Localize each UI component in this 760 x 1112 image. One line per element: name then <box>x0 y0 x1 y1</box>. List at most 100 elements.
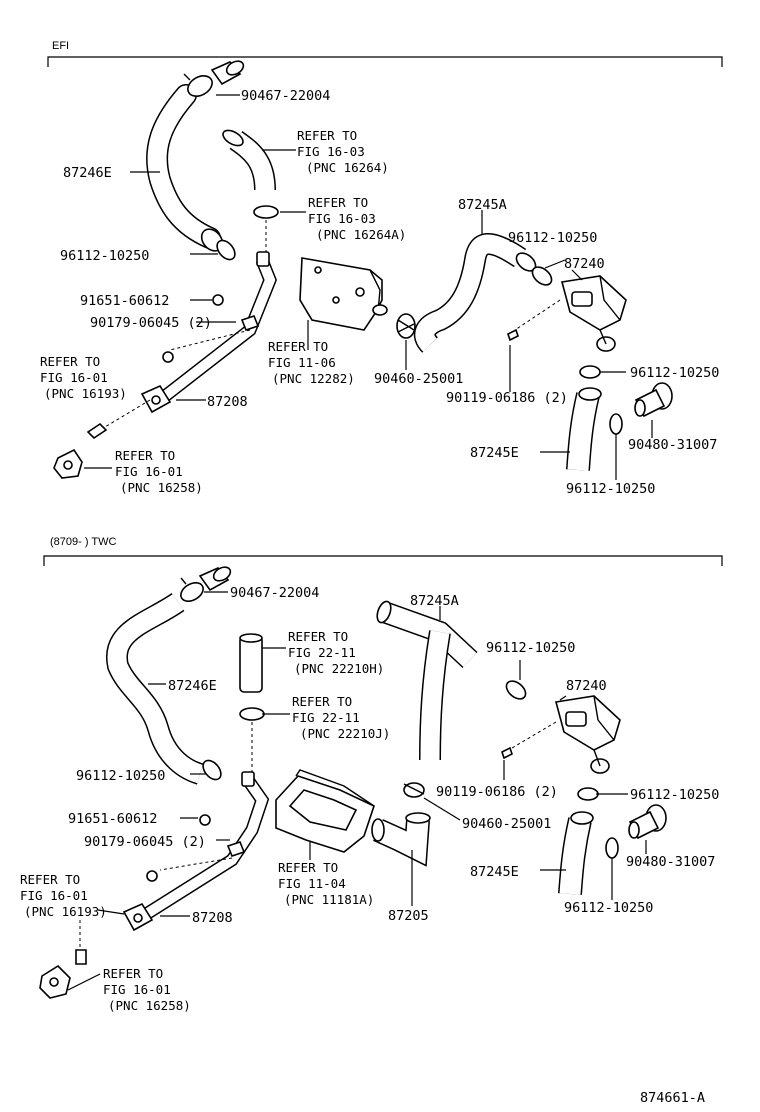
bolt-90179 <box>162 351 174 363</box>
label-fig: FIG 22-11 <box>292 710 360 725</box>
stud-16193 <box>75 949 87 965</box>
label-refer-to: REFER TO <box>308 195 368 210</box>
label-pnc: (PNC 12282) <box>272 371 355 386</box>
section-efi: EFI <box>47 40 723 479</box>
label-fig: FIG 16-01 <box>40 370 108 385</box>
label-90460-25001: 90460-25001 <box>374 371 463 387</box>
section-header-efi: EFI <box>52 40 69 52</box>
hose-87246e <box>106 592 204 785</box>
label-refer-to: REFER TO <box>268 339 328 354</box>
clamp-90460 <box>396 313 416 339</box>
label-96112-10250: 96112-10250 <box>508 230 597 246</box>
label-refer-to: REFER TO <box>115 448 175 463</box>
label-90480-31007: 90480-31007 <box>626 854 715 870</box>
labels-efi: 90467-22004 87246E REFER TO FIG 16-03 (P… <box>40 88 719 497</box>
label-87205: 87205 <box>388 908 429 924</box>
hose-87245a <box>376 600 478 761</box>
label-90467-22004: 90467-22004 <box>230 585 319 601</box>
hose-87246e <box>146 84 224 252</box>
label-fig: FIG 16-01 <box>103 982 171 997</box>
label-96112-10250: 96112-10250 <box>76 768 165 784</box>
label-pnc: (PNC 22210H) <box>294 661 384 676</box>
label-90467-22004: 90467-22004 <box>241 88 330 104</box>
label-90179-06045: 90179-06045 (2) <box>84 834 206 850</box>
label-pnc: (PNC 16264A) <box>316 227 406 242</box>
clamp-90467 <box>183 60 245 97</box>
bolt-90119 <box>507 328 519 342</box>
valve-87240 <box>554 695 621 774</box>
label-90460-25001: 90460-25001 <box>462 816 551 832</box>
label-87245e: 87245E <box>470 864 519 880</box>
manifold-11181a <box>275 769 375 853</box>
pipe-87205 <box>371 812 431 867</box>
hose-87245a <box>413 233 537 353</box>
label-87240: 87240 <box>566 678 607 694</box>
label-87240: 87240 <box>564 256 605 272</box>
hose-87245e <box>566 387 602 471</box>
label-refer-to: REFER TO <box>40 354 100 369</box>
label-91651-60612: 91651-60612 <box>68 811 157 827</box>
section-bracket <box>47 56 723 67</box>
bolt-90179 <box>146 870 158 882</box>
label-90119-06186: 90119-06186 (2) <box>436 784 558 800</box>
label-87245a: 87245A <box>410 593 459 609</box>
label-pnc: (PNC 16193) <box>44 386 127 401</box>
label-96112-10250: 96112-10250 <box>60 248 149 264</box>
label-fig: FIG 11-06 <box>268 355 336 370</box>
label-refer-to: REFER TO <box>103 966 163 981</box>
clamp-96112-b <box>531 266 553 286</box>
label-fig: FIG 16-03 <box>297 144 365 159</box>
clamp-96112-a <box>202 759 222 781</box>
label-87245a: 87245A <box>458 197 507 213</box>
clamp-90460 <box>403 782 425 798</box>
hose-87245e <box>558 811 594 895</box>
ref-clamp-22210j <box>239 707 265 721</box>
leader-lines <box>67 94 653 991</box>
label-fig: FIG 11-04 <box>278 876 346 891</box>
clamp-90467 <box>180 566 232 602</box>
label-90179-06045: 90179-06045 (2) <box>90 315 212 331</box>
label-87208: 87208 <box>192 910 233 926</box>
pipe-87208 <box>140 251 278 414</box>
figure-id: 874661-A <box>640 1090 705 1106</box>
label-pnc: (PNC 16193) <box>24 904 107 919</box>
label-refer-to: REFER TO <box>297 128 357 143</box>
ref-clamp-16264a <box>253 205 279 219</box>
clamp-96112-b <box>505 680 527 700</box>
clamp-96112-d <box>609 413 623 435</box>
label-refer-to: REFER TO <box>20 872 80 887</box>
label-refer-to: REFER TO <box>288 629 348 644</box>
labels-twc: 90467-22004 87245A REFER TO FIG 22-11 (P… <box>20 585 719 1013</box>
label-refer-to: REFER TO <box>292 694 352 709</box>
label-pnc: (PNC 16264) <box>306 160 389 175</box>
stud-16193 <box>86 422 108 440</box>
label-87246e: 87246E <box>168 678 217 694</box>
label-87208: 87208 <box>207 394 248 410</box>
bolt-90119 <box>501 746 513 760</box>
label-96112-10250: 96112-10250 <box>566 481 655 497</box>
bracket-12282 <box>299 257 388 331</box>
label-pnc: (PNC 16258) <box>120 480 203 495</box>
label-96112-10250: 96112-10250 <box>564 900 653 916</box>
section-twc: (8709- ) TWC <box>39 536 723 999</box>
section-header-twc: (8709- ) TWC <box>50 536 116 548</box>
label-96112-10250: 96112-10250 <box>630 787 719 803</box>
pipe-87208 <box>122 771 270 932</box>
ref-pipe-22210h <box>239 633 263 693</box>
label-pnc: (PNC 16258) <box>108 998 191 1013</box>
label-fig: FIG 16-03 <box>308 211 376 226</box>
label-90480-31007: 90480-31007 <box>628 437 717 453</box>
plug-90480 <box>628 804 667 840</box>
label-fig: FIG 22-11 <box>288 645 356 660</box>
valve-87240 <box>560 275 627 352</box>
label-pnc: (PNC 11181A) <box>284 892 374 907</box>
nut-91651 <box>212 294 224 306</box>
label-fig: FIG 16-01 <box>20 888 88 903</box>
label-91651-60612: 91651-60612 <box>80 293 169 309</box>
clamp-96112-c <box>579 365 601 379</box>
label-87246e: 87246E <box>63 165 112 181</box>
label-pnc: (PNC 22210J) <box>300 726 390 741</box>
label-fig: FIG 16-01 <box>115 464 183 479</box>
ref-hose-16264 <box>222 129 276 191</box>
